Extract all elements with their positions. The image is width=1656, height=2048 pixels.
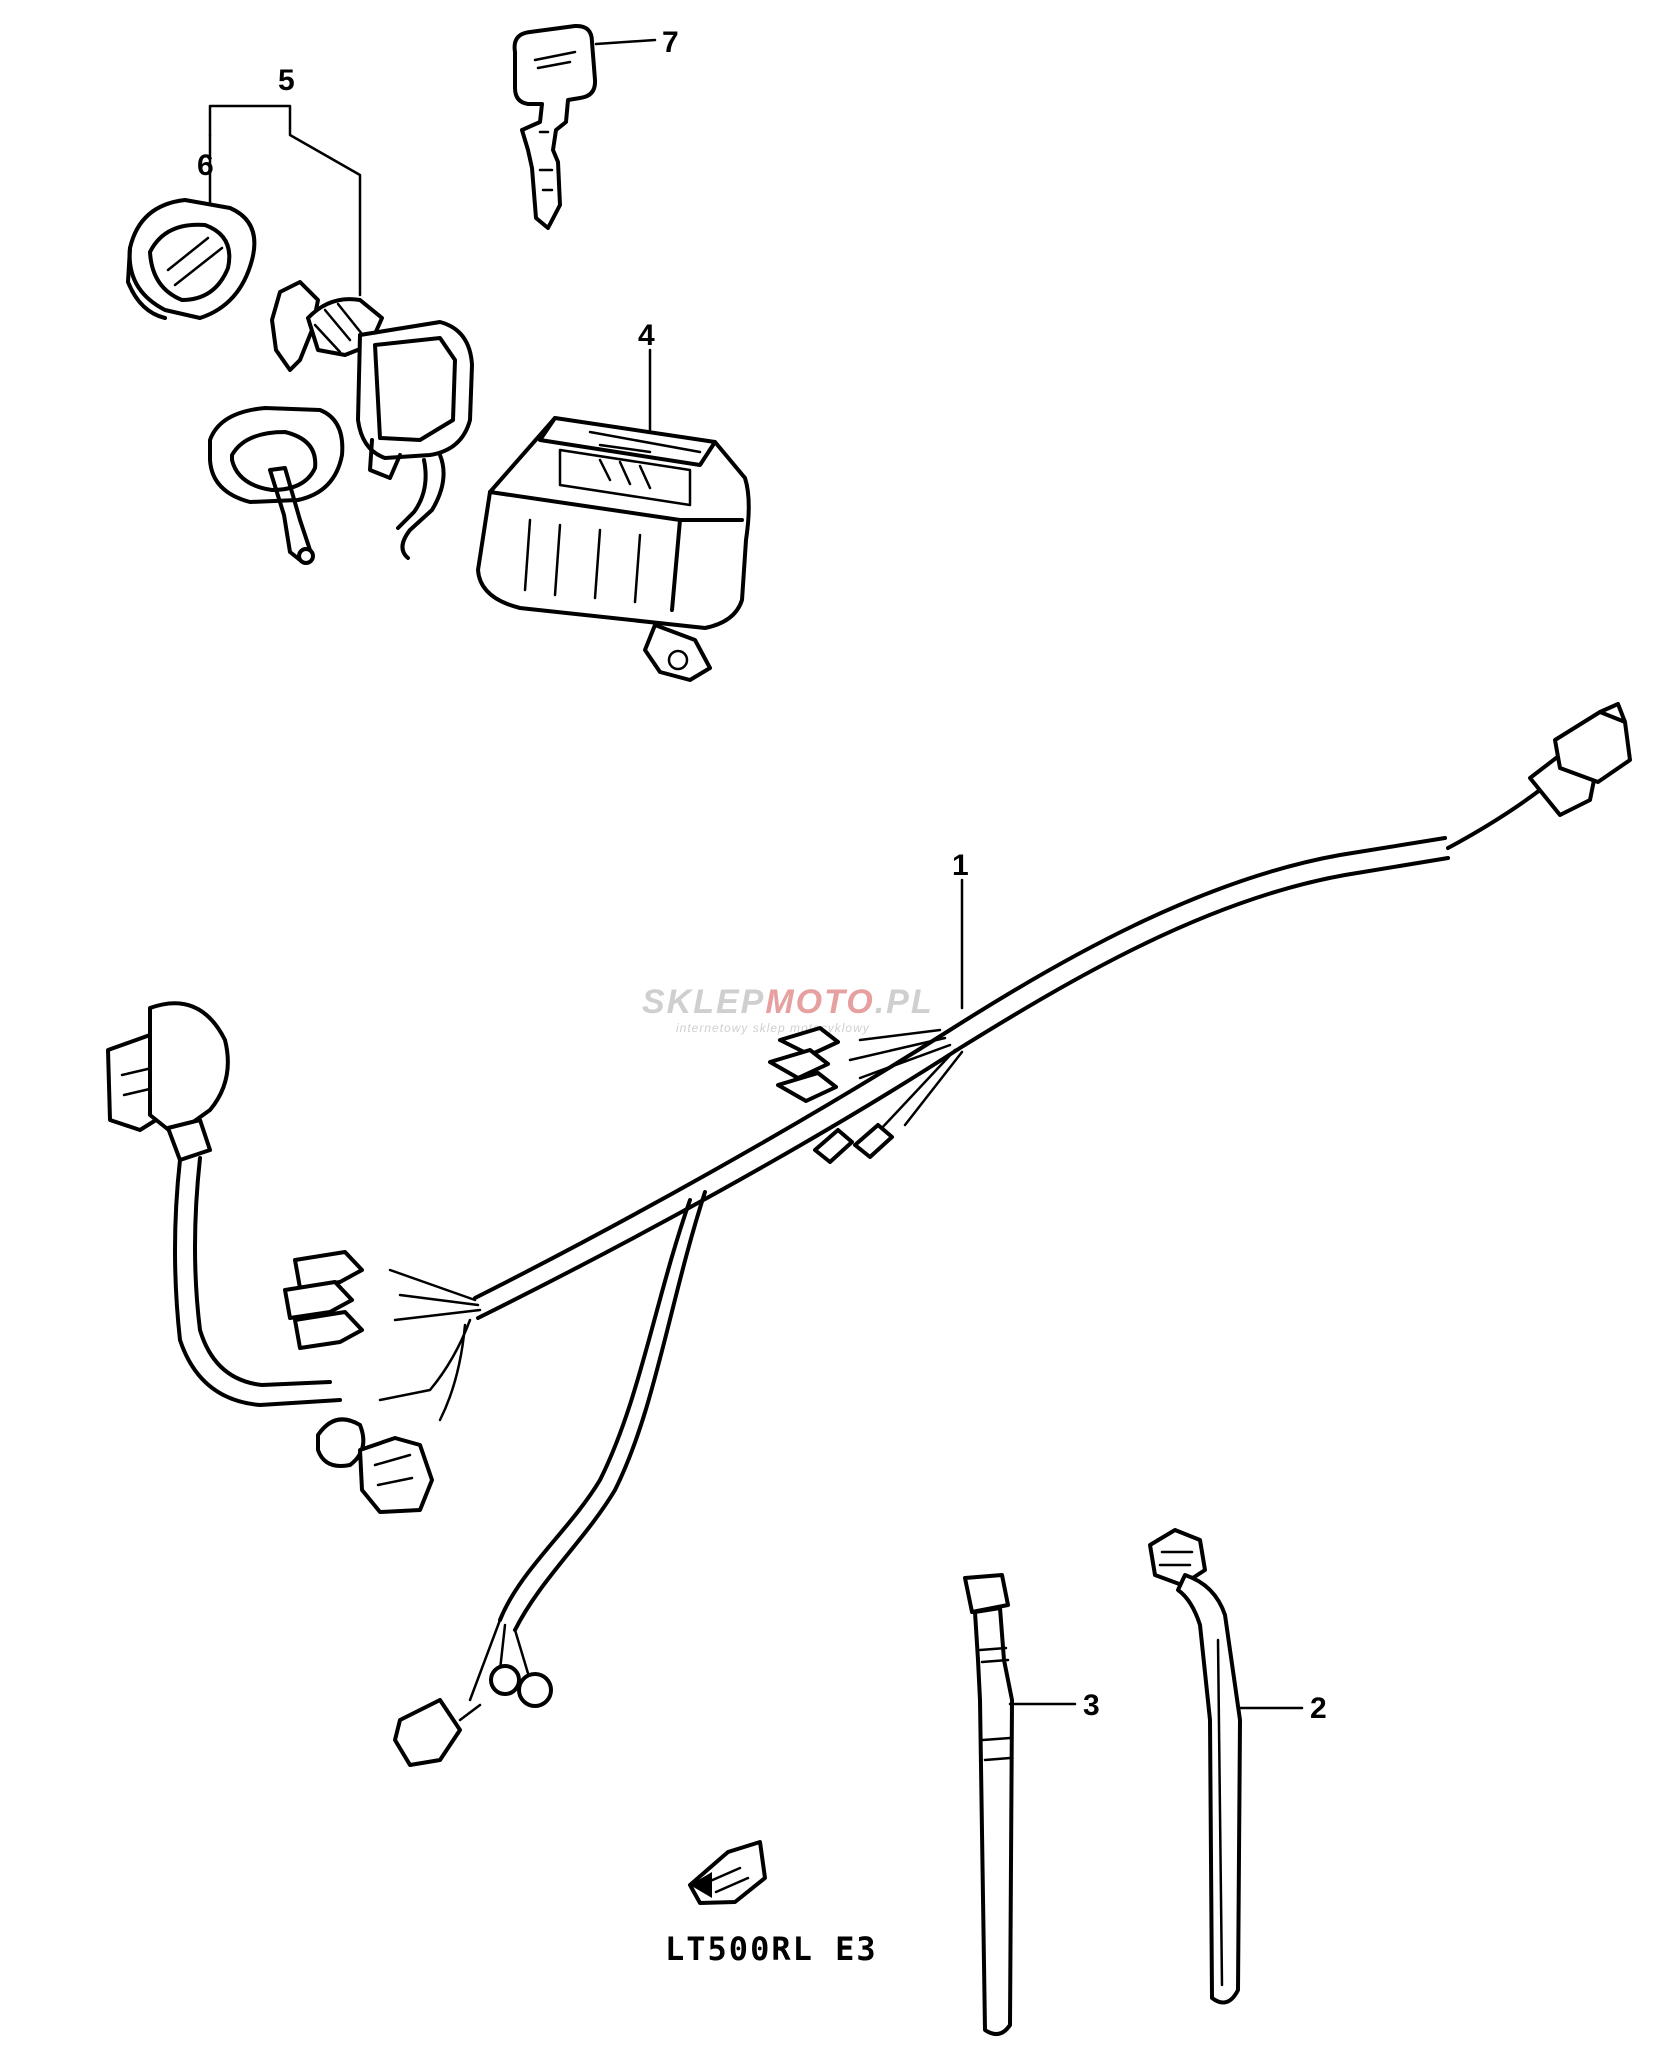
watermark-part1: SKLEP [642,983,765,1021]
callout-6: 6 [197,149,214,182]
watermark: SKLEPMOTO.PL internetowy sklep motocyklo… [642,983,934,1035]
callout-1: 1 [952,849,969,882]
callout-5: 5 [278,64,295,97]
part-3-cable-tie [963,1573,1077,2036]
watermark-tagline: internetowy sklep motocyklowy [676,1021,870,1035]
part-2-clamp-band [1148,1528,1304,2005]
front-arrow-icon [688,1840,767,1905]
part-7-key [512,23,657,230]
part-5-ignition-switch [208,280,474,565]
model-label: LT500RL E3 [665,1930,878,1968]
part-5-6-bracket-lines [208,104,362,297]
callout-2: 2 [1310,1692,1327,1725]
watermark-part2: MOTO [765,983,874,1021]
callout-7: 7 [662,26,679,59]
callout-3: 3 [1083,1689,1100,1722]
callout-4: 4 [638,319,655,352]
watermark-part3: .PL [875,983,934,1021]
part-6-ring-cover [126,198,257,320]
svg-text:SKLEPMOTO.PL: SKLEPMOTO.PL [642,983,934,1021]
part-4-regulator-box [476,348,751,682]
part-1-wiring-harness [106,702,1632,1767]
